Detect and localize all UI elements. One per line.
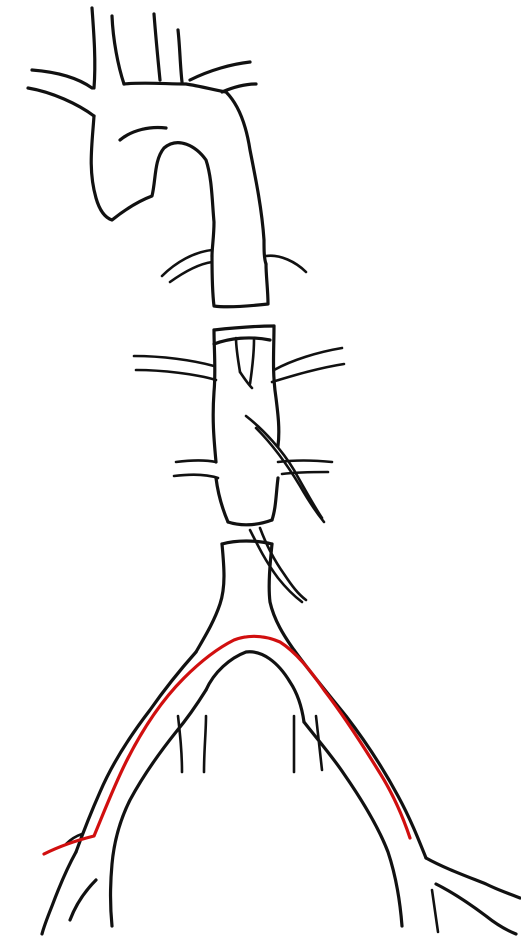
abdominal-left-wall (196, 544, 224, 652)
brachiocephalic-right-wall (112, 16, 124, 84)
upper-segment-cut (212, 256, 268, 307)
left-lower-branch-outer (42, 852, 76, 934)
upper-right-intercostal (266, 256, 306, 272)
ascending-aorta-inner (120, 128, 166, 141)
arch-upper-wall (124, 83, 266, 264)
mid-segment-lower-right (272, 478, 278, 520)
abdominal-right-wall (269, 544, 294, 650)
right-branch-lower-a (278, 461, 332, 463)
right-arch-branch-lower (222, 84, 256, 92)
left-iliac-inner (111, 690, 207, 926)
left-branch-upper-a (134, 356, 214, 366)
arch-outer-wall (91, 116, 214, 256)
left-branch-upper-b (136, 370, 216, 380)
abdominal-aorta (196, 528, 306, 652)
carotid-left-wall (154, 14, 160, 80)
red-route-line (44, 636, 410, 854)
right-lower-branch-inner (432, 890, 438, 932)
right-iliac-inner (304, 722, 402, 926)
right-arch-branch-upper (190, 62, 250, 80)
mid-segment-left-wall (213, 330, 216, 462)
highlighted-route (44, 636, 410, 854)
mid-segment-bottom-cut (228, 520, 272, 525)
left-arch-branch-lower (28, 88, 94, 116)
right-lower-branch-outer (426, 858, 520, 898)
origin-mark-right (250, 340, 254, 384)
ima-branch-b (260, 528, 306, 600)
bifurcation-crotch (206, 652, 304, 722)
origin-mark-left (236, 338, 240, 372)
mid-segment-right-wall (274, 326, 279, 446)
descending-thoracic-aorta (134, 326, 344, 525)
brachiocephalic-left-wall (92, 8, 95, 88)
left-internal-iliac-b (204, 716, 206, 772)
mid-segment-lower-left (216, 478, 228, 522)
mid-segment-top-cut (214, 326, 274, 330)
mid-segment-top-cut-2 (214, 338, 270, 344)
oblique-branch-b (256, 428, 324, 522)
right-branch-lower-b (282, 472, 328, 474)
aortic-arch (28, 8, 306, 307)
carotid-right-wall (178, 30, 182, 82)
left-lower-branch-deep (70, 880, 96, 920)
left-branch-lower-b (174, 475, 218, 478)
left-branch-lower-a (176, 461, 216, 463)
left-arch-branch-upper (32, 70, 92, 88)
